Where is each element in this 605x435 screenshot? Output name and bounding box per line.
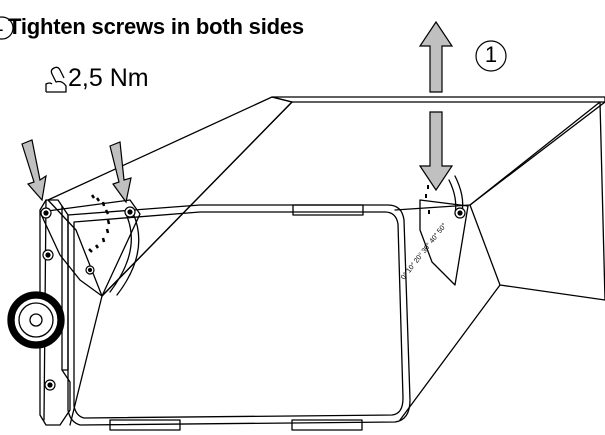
- screw-left-top: [40, 207, 52, 219]
- side-panel: [39, 199, 71, 426]
- arrow-down-icon: [418, 111, 454, 192]
- right-scale-text: 0° 10° 20° 30° 40° 50°: [399, 222, 448, 282]
- right-scale: [425, 185, 430, 214]
- arrow-up-icon: [418, 20, 454, 93]
- bottom-clip-right: [291, 419, 363, 431]
- arrow-diagonal-icon: [21, 139, 47, 202]
- screw-side-lower: [44, 379, 56, 391]
- hood-left-flap: [47, 96, 293, 297]
- instruction-title: Tighten screws in both sides: [8, 14, 304, 39]
- screw-right: [454, 207, 466, 219]
- screw-side-upper: [42, 249, 54, 261]
- step-circle-left: [0, 16, 14, 40]
- monitor-body: [67, 204, 411, 426]
- left-bracket: [39, 199, 141, 297]
- hood-right-flap: [469, 101, 605, 301]
- screw-bracket: [85, 265, 95, 275]
- left-scale: [88, 194, 111, 253]
- right-bracket: [419, 199, 469, 286]
- step-number-left: 1: [0, 14, 6, 37]
- bottom-clip-left: [109, 419, 181, 431]
- torque-arm-icon: [45, 66, 67, 93]
- hood-top: [271, 96, 605, 103]
- top-clip: [292, 204, 364, 216]
- adjustment-dial: [7, 291, 65, 349]
- arrow-diagonal-icon: [109, 141, 132, 204]
- step-circle: [475, 40, 507, 72]
- step-number: 1: [484, 42, 498, 67]
- torque-value: 2,5 Nm: [68, 64, 149, 92]
- screw-left-slot: [124, 206, 136, 218]
